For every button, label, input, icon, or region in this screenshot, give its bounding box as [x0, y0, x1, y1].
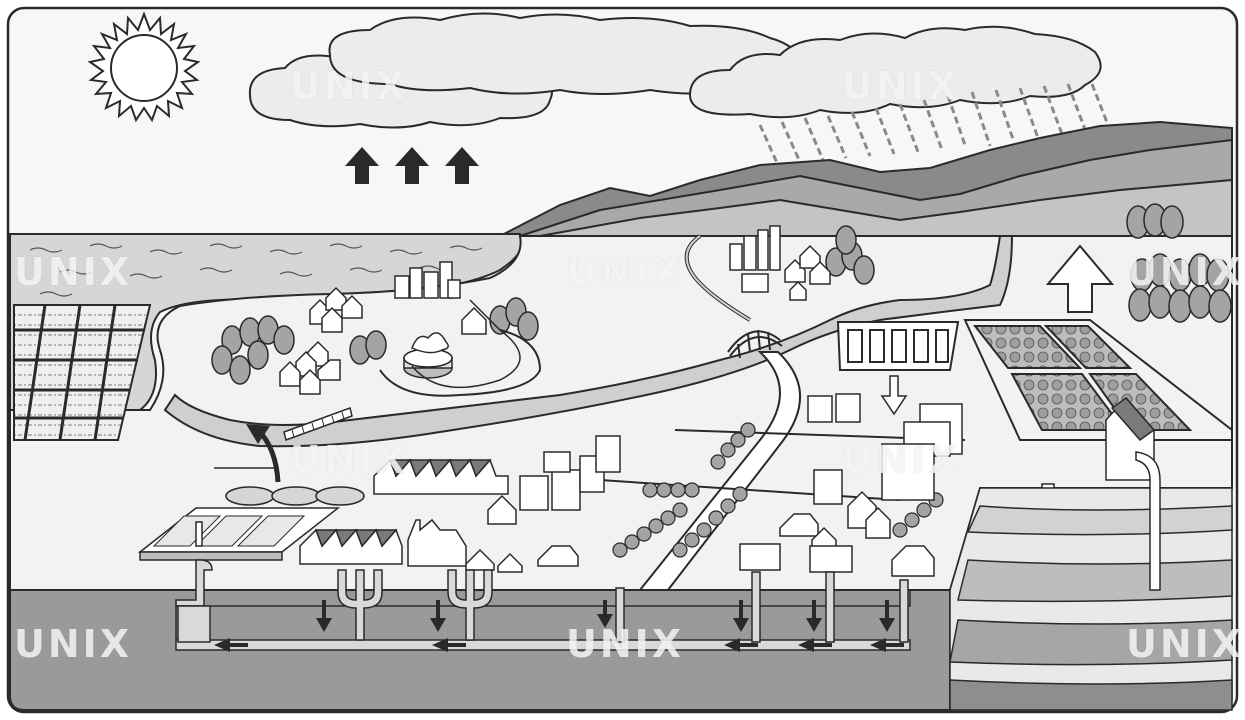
arrow-left-icon [214, 638, 248, 652]
sun-icon [87, 11, 201, 123]
factories [299, 458, 509, 567]
water-cross-section [949, 487, 1233, 711]
arrow-down-icon [880, 375, 908, 416]
arrow-left-icon [724, 638, 758, 652]
mountains [499, 120, 1233, 237]
water-tank [403, 299, 521, 389]
arrow-left-icon [870, 638, 904, 652]
forest-left [211, 225, 875, 385]
forest-right [1126, 203, 1232, 323]
arrow-left-icon [432, 638, 466, 652]
arrow-left-icon [798, 638, 832, 652]
stream-left-inner [685, 235, 751, 321]
fields-right [836, 319, 1233, 441]
arrow-down-icon [806, 600, 822, 632]
sewer-flow-arrows [214, 638, 904, 652]
local-stream [379, 329, 542, 397]
buildings-center [465, 393, 1156, 577]
arrow-up-icon [445, 147, 479, 184]
arrow-down-icon [733, 600, 749, 632]
sewage-treatment-plant [137, 486, 365, 561]
tree-rows [612, 422, 944, 558]
road [637, 351, 802, 591]
arrow-down-icon [316, 600, 332, 632]
evaporation-arrows [345, 147, 479, 184]
city-background [394, 225, 831, 301]
sewer-pipes [175, 559, 911, 651]
well-pipe [1135, 451, 1161, 591]
houses-lake [279, 286, 487, 395]
rain-icon [758, 83, 1112, 166]
arrow-up-icon [1045, 244, 1115, 313]
bridge [727, 329, 783, 359]
arrow-up-icon [246, 424, 281, 483]
sewer-down-arrows [316, 600, 895, 632]
rice-field-left [13, 304, 152, 441]
arrow-down-icon [430, 600, 446, 632]
weir [283, 407, 353, 441]
arrow-down-icon [597, 600, 613, 628]
arrow-up-icon [345, 147, 379, 184]
arrow-down-icon [879, 600, 895, 632]
arrow-up-icon [395, 147, 429, 184]
